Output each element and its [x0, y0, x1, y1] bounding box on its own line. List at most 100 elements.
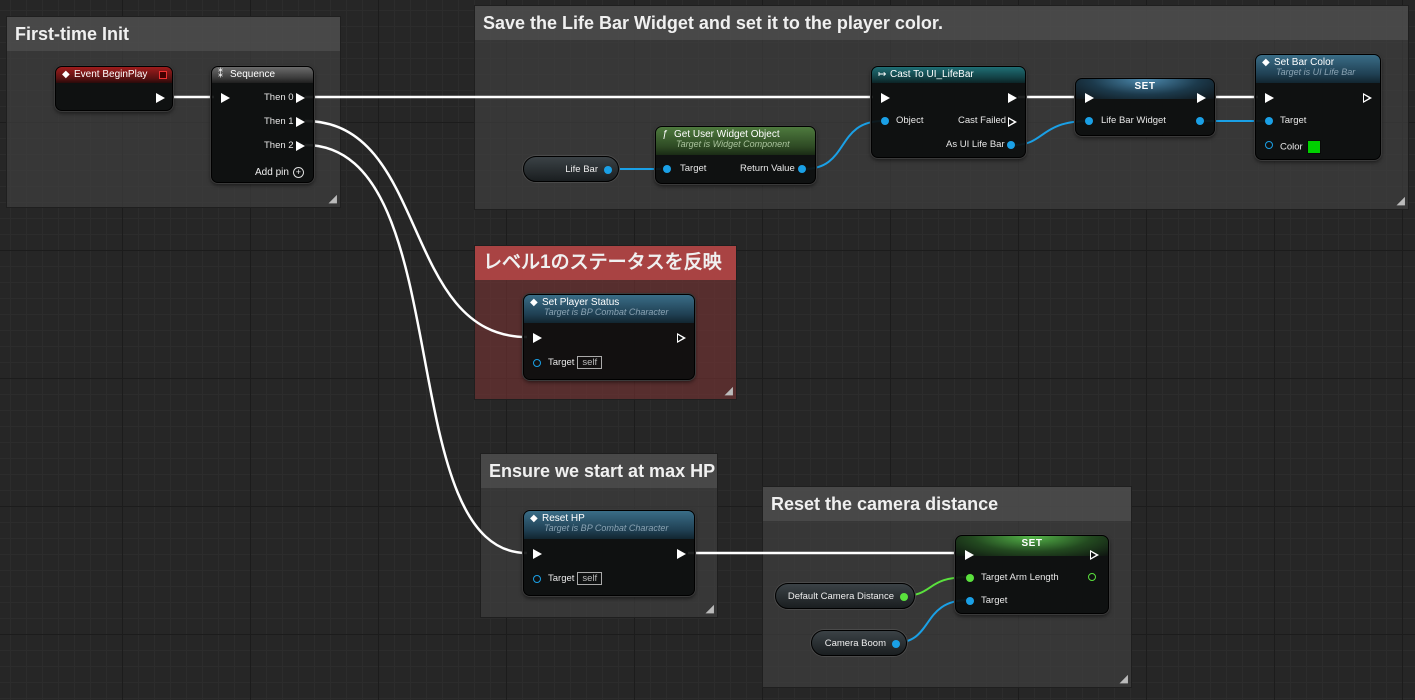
self-field[interactable]: self: [577, 356, 603, 369]
function-icon: ƒ: [662, 129, 668, 140]
set-life-bar-widget-node[interactable]: SET Life Bar Widget: [1075, 78, 1215, 136]
cast-to-ui-lifebar-node[interactable]: ↦Cast To UI_LifeBar Object Cast Failed A…: [871, 66, 1026, 158]
exec-in-pin[interactable]: [533, 333, 542, 343]
node-header: SET: [1076, 79, 1214, 99]
add-pin-label: Add pin: [255, 167, 289, 179]
node-title: SET: [1021, 538, 1043, 549]
node-title: Set Bar Color: [1274, 57, 1335, 68]
function-diamond-icon: ◆: [530, 513, 538, 524]
node-subtitle: Target is BP Combat Character: [544, 307, 669, 317]
target-in-pin[interactable]: [663, 165, 671, 173]
target-label: Target: [1280, 115, 1307, 126]
arm-length-out-pin[interactable]: [1088, 573, 1096, 581]
float-out-pin[interactable]: [900, 593, 908, 601]
node-header: ◆Event BeginPlay: [56, 67, 172, 83]
then-1-pin[interactable]: [296, 117, 305, 127]
life-bar-variable-node[interactable]: Life Bar: [523, 156, 619, 182]
function-diamond-icon: ◆: [530, 297, 538, 308]
color-text: Color: [1280, 141, 1303, 153]
comment-title: レベル1のステータスを反映: [475, 246, 736, 280]
default-camera-distance-variable-node[interactable]: Default Camera Distance: [775, 583, 915, 609]
as-ui-life-bar-label: As UI Life Bar: [946, 139, 1005, 150]
delegate-pin-icon[interactable]: [159, 71, 167, 79]
node-header: ◆ Set Player Status Target is BP Combat C…: [524, 295, 694, 323]
resize-handle-icon[interactable]: ◢: [328, 193, 337, 205]
node-title: Set Player Status: [542, 297, 620, 308]
node-header: ↦Cast To UI_LifeBar: [872, 67, 1025, 83]
exec-out-pin[interactable]: [1008, 93, 1017, 103]
exec-in-pin[interactable]: [1265, 93, 1274, 103]
exec-out-pin[interactable]: [677, 549, 686, 559]
cast-failed-label: Cast Failed: [958, 115, 1007, 126]
life-bar-widget-out-pin[interactable]: [1196, 117, 1204, 125]
sequence-node[interactable]: ⁑Sequence Then 0 Then 1 Then 2 Add pin+: [211, 66, 314, 183]
target-in-pin[interactable]: [533, 575, 541, 583]
node-header: SET: [956, 536, 1108, 556]
exec-in-pin[interactable]: [533, 549, 542, 559]
color-in-pin[interactable]: [1265, 141, 1273, 149]
life-bar-widget-in-pin[interactable]: [1085, 117, 1093, 125]
exec-out-pin[interactable]: [1090, 550, 1099, 560]
exec-out-pin[interactable]: [1197, 93, 1206, 103]
exec-in-pin[interactable]: [881, 93, 890, 103]
obj-wire-return-to-object: [803, 120, 884, 170]
set-bar-color-node[interactable]: ◆ Set Bar Color Target is UI Life Bar Tar…: [1255, 54, 1381, 160]
return-value-pin[interactable]: [798, 165, 806, 173]
exec-in-pin[interactable]: [221, 93, 230, 103]
camera-boom-variable-node[interactable]: Camera Boom: [811, 630, 907, 656]
then-1-label: Then 1: [264, 116, 294, 127]
event-begin-play-node[interactable]: ◆Event BeginPlay: [55, 66, 173, 111]
reset-hp-node[interactable]: ◆Reset HP Target is BP Combat Character …: [523, 510, 695, 596]
then-0-pin[interactable]: [296, 93, 305, 103]
node-subtitle: Target is BP Combat Character: [544, 523, 669, 533]
object-out-pin[interactable]: [892, 640, 900, 648]
target-in-pin[interactable]: [533, 359, 541, 367]
exec-out-pin[interactable]: [156, 93, 165, 103]
event-diamond-icon: ◆: [62, 69, 70, 80]
color-swatch[interactable]: [1306, 140, 1321, 154]
object-out-pin[interactable]: [604, 166, 612, 174]
self-field[interactable]: self: [577, 572, 603, 585]
plus-circle-icon: +: [292, 167, 304, 178]
target-label: Target: [981, 595, 1008, 606]
target-label: Target: [680, 163, 707, 174]
then-2-label: Then 2: [264, 140, 294, 151]
exec-in-pin[interactable]: [965, 550, 974, 560]
exec-out-pin[interactable]: [1363, 93, 1372, 103]
resize-handle-icon[interactable]: ◢: [724, 385, 733, 397]
arm-length-in-pin[interactable]: [966, 574, 974, 582]
comment-title: Ensure we start at max HP: [481, 454, 717, 488]
target-in-pin[interactable]: [966, 597, 974, 605]
variable-label: Camera Boom: [824, 638, 886, 649]
add-pin-button[interactable]: Add pin+: [255, 167, 304, 178]
variable-label: Default Camera Distance: [787, 591, 894, 602]
as-ui-life-bar-pin[interactable]: [1007, 141, 1015, 149]
comment-save-life-bar[interactable]: Save the Life Bar Widget and set it to t…: [475, 6, 1408, 209]
node-subtitle: Target is UI Life Bar: [1276, 67, 1356, 77]
object-in-pin[interactable]: [881, 117, 889, 125]
target-in-pin[interactable]: [1265, 117, 1273, 125]
resize-handle-icon[interactable]: ◢: [705, 603, 714, 615]
color-label: Color: [1280, 140, 1321, 154]
target-text: Target: [548, 357, 575, 368]
set-player-status-node[interactable]: ◆ Set Player Status Target is BP Combat C…: [523, 294, 695, 380]
node-header: ◆ Set Bar Color Target is UI Life Bar: [1256, 55, 1380, 83]
node-subtitle: Target is Widget Component: [676, 139, 790, 149]
exec-in-pin[interactable]: [1085, 93, 1094, 103]
exec-wire-then2-to-resethp: [304, 143, 528, 555]
comment-title: First-time Init: [7, 17, 340, 51]
comment-title: Reset the camera distance: [763, 487, 1131, 521]
node-header: ⁑Sequence: [212, 67, 313, 83]
life-bar-widget-label: Life Bar Widget: [1101, 115, 1166, 126]
set-target-arm-length-node[interactable]: SET Target Arm Length Target: [955, 535, 1109, 614]
exec-wire-then1-to-status: [304, 119, 528, 339]
then-2-pin[interactable]: [296, 141, 305, 151]
exec-out-pin[interactable]: [677, 333, 686, 343]
function-diamond-icon: ◆: [1262, 57, 1270, 68]
resize-handle-icon[interactable]: ◢: [1396, 195, 1405, 207]
cast-failed-pin[interactable]: [1008, 117, 1017, 127]
resize-handle-icon[interactable]: ◢: [1119, 673, 1128, 685]
